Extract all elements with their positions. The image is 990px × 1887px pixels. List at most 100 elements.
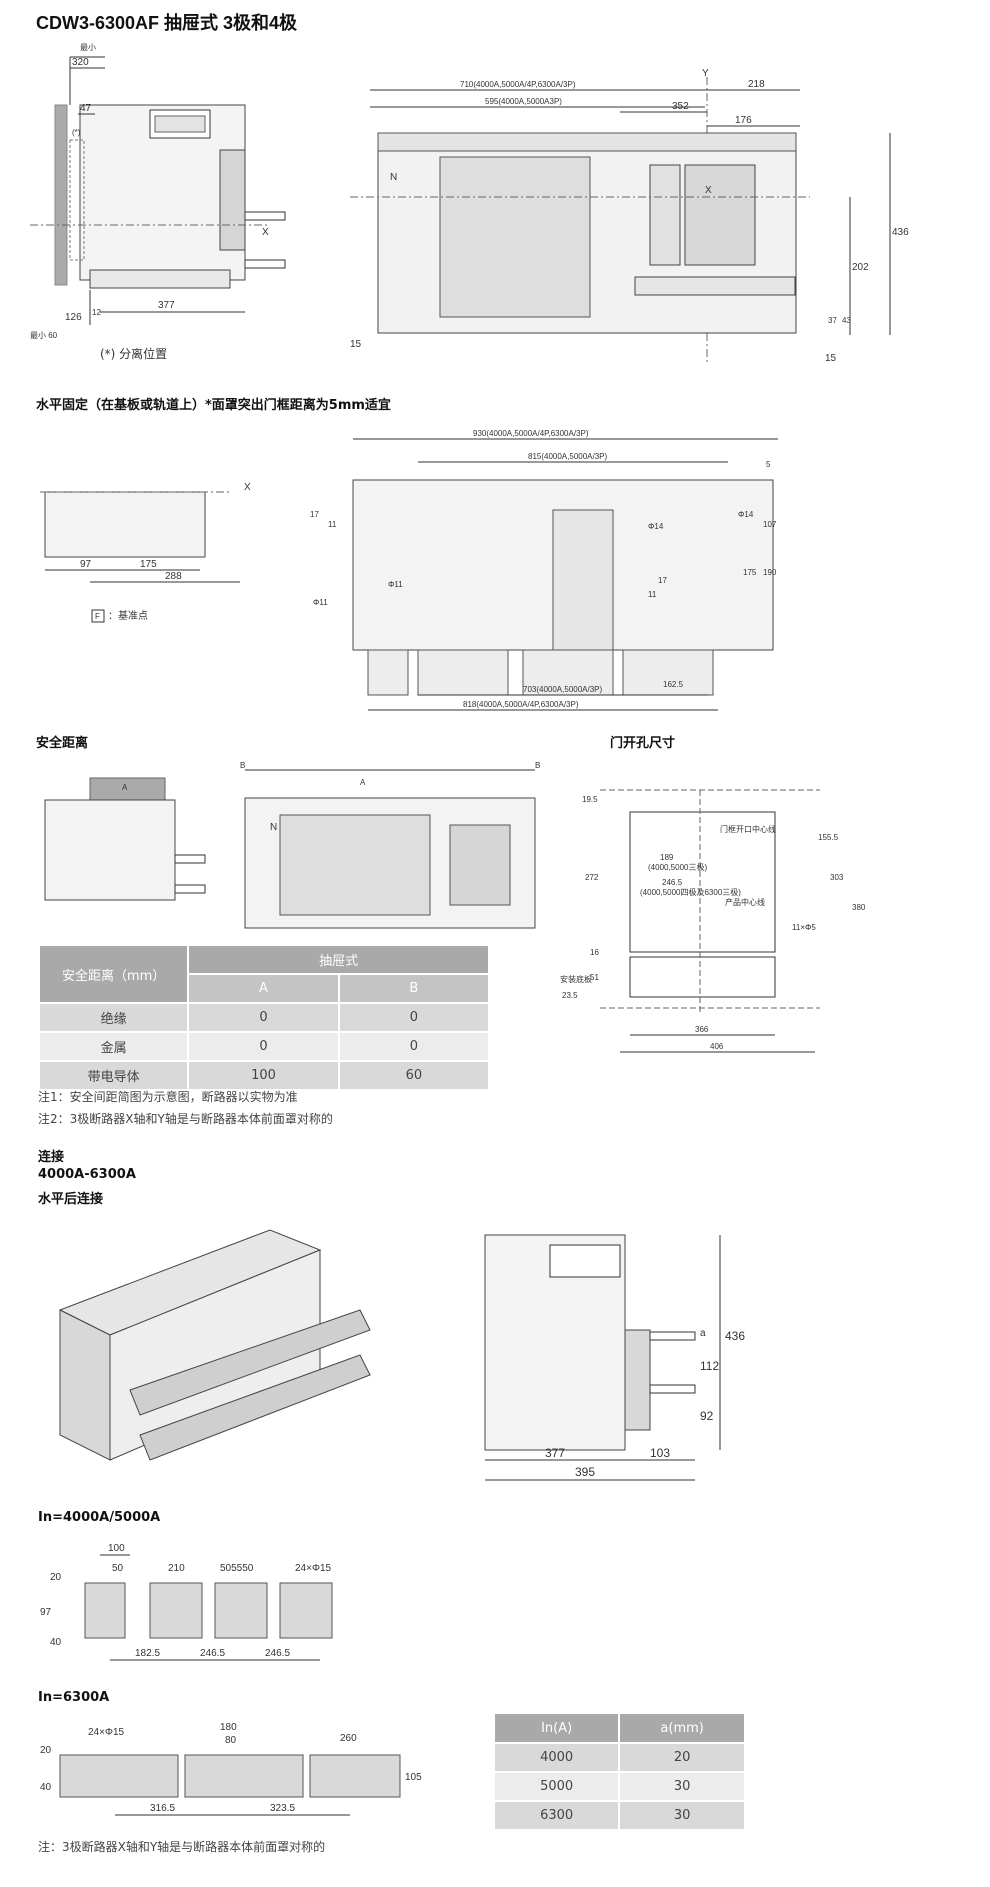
base-point-label: ：基准点 [108, 609, 148, 622]
dim-40-b: 40 [40, 1782, 52, 1793]
f-box-label: F [95, 612, 100, 621]
y-axis-label: Y [702, 68, 709, 79]
dim-260: 260 [340, 1733, 357, 1744]
range-heading: 4000A-6300A [38, 1167, 136, 1182]
dim-288: 288 [165, 571, 182, 582]
dim-20-b: 20 [40, 1745, 52, 1756]
fixed-section-heading: 水平固定（在基板或轨道上）*面罩突出门框距离为5mm适宜 [36, 398, 391, 413]
x-axis-label-2: X [705, 185, 712, 196]
phi14b: Φ14 [648, 522, 664, 531]
dim-246-5: 246.5 [662, 878, 683, 887]
front-view-drawing: 710(4000A,5000A/4P,6300A/3P) 595(4000A,5… [350, 68, 909, 365]
busbar-4000-drawing: 100 50 210 505550 24×Φ15 20 97 40 182.5 … [40, 1543, 333, 1675]
in-6300-heading: In=6300A [38, 1690, 110, 1705]
table-cell: 100 [187, 1060, 340, 1091]
dim-155-5: 155.5 [818, 833, 839, 842]
dim-16: 16 [590, 948, 599, 957]
base-view-drawing: X 97 175 288 F ：基准点 [30, 482, 251, 623]
table-cell: 0 [337, 1002, 491, 1033]
dim-20: 20 [50, 1572, 62, 1583]
dim-303: 303 [830, 873, 844, 882]
table-cell: 0 [187, 1002, 340, 1033]
dim-202: 202 [852, 262, 869, 273]
dim-218: 218 [748, 79, 765, 90]
dim-320: 320 [72, 57, 89, 68]
separation-caption: (*) 分离位置 [100, 347, 168, 361]
table-cell: 30 [618, 1771, 746, 1802]
dim-51: 51 [590, 973, 599, 982]
rear-heading: 水平后连接 [38, 1192, 104, 1207]
rear-connection-side-drawing: 436 a 112 92 377 103 395 [484, 1234, 745, 1495]
dim-710: 710(4000A,5000A/4P,6300A/3P) [460, 80, 576, 89]
dim-180: 180 [220, 1722, 237, 1733]
dim-37: 37 [828, 316, 837, 325]
table-row-name: 带电导体 [37, 1060, 190, 1091]
dim-40: 40 [50, 1637, 62, 1648]
dim-380: 380 [852, 903, 866, 912]
dim-352: 352 [672, 101, 689, 112]
dim-50: 50 [112, 1563, 124, 1574]
dim-11a: 11 [328, 520, 337, 529]
a-label-3: a [700, 1328, 706, 1339]
side-view-drawing: 最小 320 47 (*) X 126 12 377 最小 60 [30, 43, 286, 340]
fixed-plan-drawing: 930(4000A,5000A/4P,6300A/3P) 815(4000A,5… [310, 429, 788, 715]
dim-316-5: 316.5 [150, 1803, 175, 1814]
dim-595: 595(4000A,5000A3P) [485, 97, 562, 106]
in-4000-heading: In=4000A/5000A [38, 1510, 161, 1525]
dim-406: 406 [710, 1042, 724, 1051]
dim-107: 107 [763, 520, 777, 529]
dim-377: 377 [158, 300, 175, 311]
n-pole-label: N [390, 172, 397, 183]
dim-97: 97 [80, 559, 92, 570]
dim-97-b: 97 [40, 1607, 52, 1618]
dim-112: 112 [700, 1359, 719, 1373]
dim-377-b: 377 [545, 1446, 565, 1460]
dim-182-5: 182.5 [135, 1648, 160, 1659]
safety-heading: 安全距离 [36, 736, 89, 751]
dim-703: 703(4000A,5000A/3P) [523, 685, 603, 694]
dim-11b: 11 [648, 590, 657, 599]
dim-19-5: 19.5 [582, 795, 598, 804]
note-2: 注2：3极断路器X轴和Y轴是与断路器本体前面罩对称的 [38, 1112, 333, 1126]
safety-col-header: 安全距离（mm） [37, 944, 190, 1004]
dim-12: 12 [92, 308, 101, 317]
dim-103: 103 [650, 1446, 670, 1460]
dim-17b: 17 [658, 576, 667, 585]
table-cell: 5000 [492, 1771, 621, 1802]
dim-272: 272 [585, 873, 599, 882]
dim-47: 47 [80, 103, 92, 114]
dim-15b: 15 [825, 353, 837, 364]
dim-100: 100 [108, 1543, 125, 1554]
dim-80: 80 [225, 1735, 237, 1746]
holes-label: 11×Φ5 [792, 923, 816, 932]
dim-190: 190 [763, 568, 777, 577]
b-label-1: B [240, 761, 245, 770]
table-cell: 0 [187, 1031, 340, 1062]
dim-210: 210 [168, 1563, 185, 1574]
table-cell: 30 [618, 1800, 746, 1831]
min-label: 最小 [80, 43, 96, 52]
door-cutout-drawing: 19.5 272 16 51 23.5 安装底板 155.5 303 380 1… [560, 780, 866, 1070]
product-centerline-label: 产品中心线 [725, 897, 765, 907]
safety-group-header: 抽屉式 [187, 944, 490, 975]
phi14a: Φ14 [738, 510, 754, 519]
dim-323-5: 323.5 [270, 1803, 295, 1814]
dim-15a: 15 [350, 339, 362, 350]
sub-note-1: (4000,5000三极) [648, 862, 707, 872]
dim-505550: 505550 [220, 1563, 254, 1574]
dim-246-5-b: 246.5 [265, 1648, 290, 1659]
note-1: 注1：安全间距简图为示意图，断路器以实物为准 [38, 1090, 298, 1104]
dim-23-5: 23.5 [562, 991, 578, 1000]
safety-table: 安全距离（mm） 抽屉式 A B 绝缘 0 0 金属 0 0 带电导体 100 … [37, 944, 491, 1091]
dim-5: 5 [766, 460, 771, 469]
door-heading: 门开孔尺寸 [610, 736, 676, 751]
dim-818: 818(4000A,5000A/4P,6300A/3P) [463, 700, 579, 709]
a-header: a(mm) [618, 1712, 746, 1744]
table-cell: 60 [337, 1060, 491, 1091]
dim-436-b: 436 [725, 1329, 745, 1343]
dim-366: 366 [695, 1025, 709, 1034]
dim-176: 176 [735, 115, 752, 126]
safety-header-a: A [187, 973, 340, 1004]
door-centerline-label: 门框开口中心线 [720, 824, 776, 834]
table-row-name: 绝缘 [37, 1002, 190, 1033]
